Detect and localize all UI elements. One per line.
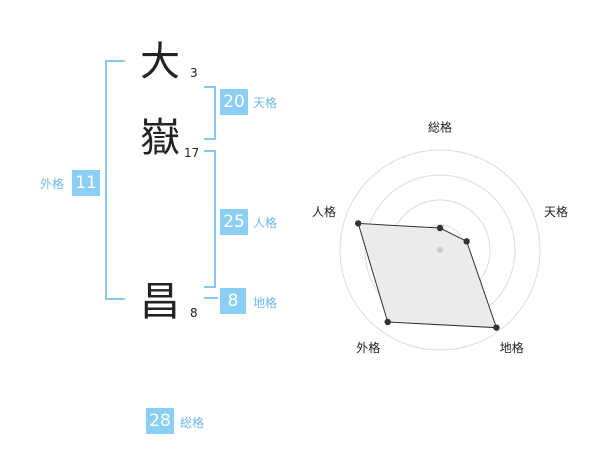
radar-axis-label: 人格	[312, 204, 336, 219]
tenkaku-label: 天格	[253, 96, 278, 110]
radar-axis-label: 外格	[356, 340, 380, 355]
radar-axis-label: 地格	[500, 340, 524, 355]
gaikaku-label: 外格	[40, 177, 65, 191]
chikaku-value-box: 8	[220, 288, 246, 314]
radar-point	[436, 224, 444, 232]
radar-polygon	[357, 222, 498, 329]
stroke-count-1: 3	[190, 66, 198, 80]
name-char-3: 昌	[140, 279, 180, 325]
name-char-1: 大	[140, 39, 180, 85]
stroke-count-3: 8	[190, 306, 198, 320]
name-char-2: 嶽	[140, 115, 180, 161]
chikaku-connector	[204, 297, 218, 299]
radar-axis-label: 総格	[428, 120, 452, 135]
jinkaku-label: 人格	[253, 216, 278, 230]
radar-point	[355, 220, 362, 227]
soukaku-label: 総格	[180, 416, 205, 430]
radar-ring	[339, 149, 541, 351]
radar-axis-label: 天格	[544, 204, 568, 219]
soukaku-value-box: 28	[146, 408, 174, 434]
gaikaku-value-box: 11	[72, 170, 100, 196]
radar-point	[384, 318, 391, 326]
tenkaku-value-box: 20	[220, 89, 248, 115]
jinkaku-value-box: 25	[220, 209, 248, 235]
tenkaku-bracket	[204, 86, 216, 140]
stroke-count-2: 17	[184, 146, 200, 160]
radar-point	[493, 324, 500, 331]
gaikaku-bracket	[105, 60, 125, 300]
chikaku-label: 地格	[253, 296, 278, 310]
jinkaku-bracket	[204, 150, 216, 288]
radar-point	[463, 238, 470, 245]
radar-center-dot	[437, 247, 443, 253]
